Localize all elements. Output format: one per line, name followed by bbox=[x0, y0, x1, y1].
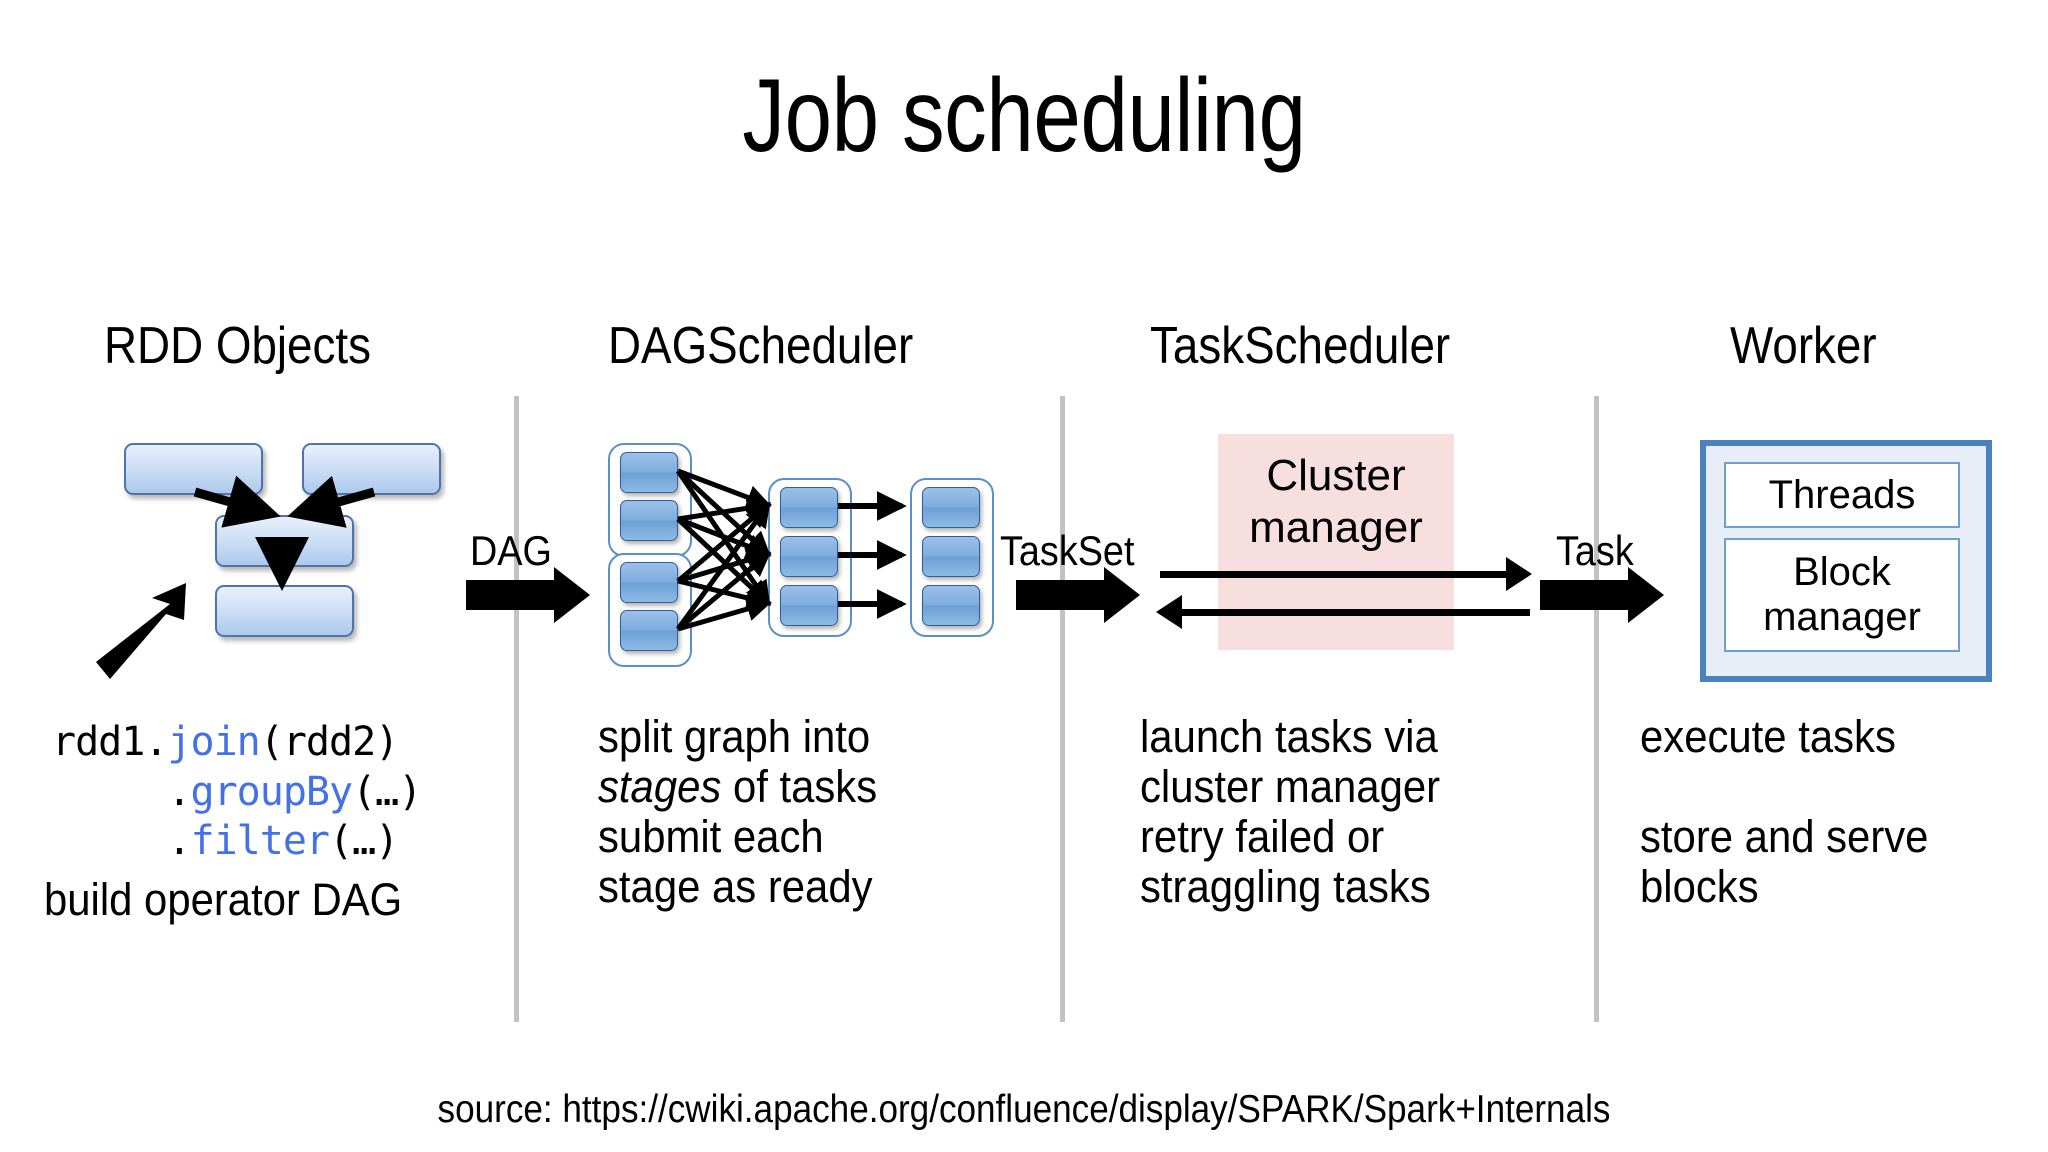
rdd-box-top-left bbox=[124, 443, 263, 495]
caption-line: split graph into bbox=[598, 711, 871, 762]
flow-label-dag: DAG bbox=[470, 527, 552, 574]
code-line-3: .filter(…) bbox=[52, 818, 399, 865]
column-heading-rdd-objects: RDD Objects bbox=[104, 317, 371, 375]
caption-rdd-objects: build operator DAG bbox=[44, 874, 403, 925]
caption-line: straggling tasks bbox=[1140, 861, 1431, 912]
task-box-s1-2 bbox=[620, 500, 678, 541]
flow-label-taskset: TaskSet bbox=[1000, 527, 1135, 574]
column-heading-worker: Worker bbox=[1730, 317, 1877, 375]
caption-line: launch tasks via bbox=[1140, 711, 1438, 762]
cluster-manager-line-2: manager bbox=[1249, 502, 1423, 552]
task-box-s1-1 bbox=[620, 452, 678, 493]
caption-line: execute tasks bbox=[1640, 711, 1896, 762]
task-box-s4-1 bbox=[922, 487, 980, 528]
code-dot-3: . bbox=[167, 818, 191, 865]
code-method-filter: filter bbox=[190, 818, 330, 865]
code-args-3: (…) bbox=[329, 818, 399, 865]
column-separator-1 bbox=[514, 396, 519, 1022]
rdd-box-bottom bbox=[215, 585, 354, 637]
pointer-arrow bbox=[96, 583, 186, 679]
code-line-2: .groupBy(…) bbox=[52, 768, 422, 815]
code-line-1: rdd1.join(rdd2) bbox=[52, 719, 399, 765]
block-manager-line-1: Block bbox=[1793, 550, 1891, 595]
task-box-s4-3 bbox=[922, 585, 980, 626]
code-dot-1: . bbox=[144, 719, 168, 765]
column-heading-dag-scheduler: DAGScheduler bbox=[608, 317, 914, 375]
caption-line: stage as ready bbox=[598, 861, 873, 912]
cluster-manager-arrow-back-shaft bbox=[1180, 609, 1530, 616]
code-args-2: (…) bbox=[352, 768, 422, 815]
block-manager-line-2: manager bbox=[1763, 595, 1921, 639]
code-dot-2: . bbox=[167, 768, 191, 815]
rdd-box-middle bbox=[215, 515, 354, 567]
worker-block-manager-box: Block manager bbox=[1724, 538, 1960, 652]
caption-line: submit each bbox=[598, 811, 824, 862]
cluster-manager-label: Cluster manager bbox=[1218, 450, 1454, 554]
caption-line: build operator DAG bbox=[44, 874, 403, 925]
task-box-s3-2 bbox=[780, 536, 838, 577]
column-separator-3 bbox=[1594, 396, 1599, 1022]
cluster-manager-arrow-forward-head bbox=[1506, 557, 1532, 591]
rdd-box-top-right bbox=[302, 443, 441, 495]
code-method-groupby: groupBy bbox=[190, 768, 354, 815]
caption-line: retry failed or bbox=[1140, 811, 1385, 862]
code-receiver: rdd1 bbox=[52, 719, 145, 765]
caption-line: blocks bbox=[1640, 861, 1759, 912]
column-separator-2 bbox=[1060, 396, 1065, 1022]
code-method-join: join bbox=[167, 719, 260, 765]
caption-line-stages: stages of tasks bbox=[598, 761, 878, 812]
caption-line: store and serve bbox=[1640, 811, 1929, 862]
emphasis-stages: stages bbox=[598, 761, 722, 812]
caption-blank-line bbox=[1640, 762, 1928, 812]
task-box-s3-3 bbox=[780, 585, 838, 626]
code-snippet: rdd1.join(rdd2) .groupBy(…) .filter(…) bbox=[52, 718, 422, 867]
task-box-s4-2 bbox=[922, 536, 980, 577]
caption-task-scheduler: launch tasks via cluster manager retry f… bbox=[1140, 711, 1441, 912]
caption-dag-scheduler: split graph into stages of tasks submit … bbox=[598, 711, 878, 912]
caption-worker: execute tasks store and serve blocks bbox=[1640, 711, 1929, 912]
caption-line: cluster manager bbox=[1140, 761, 1441, 812]
page-title: Job scheduling bbox=[742, 58, 1306, 174]
flow-label-task: Task bbox=[1556, 527, 1634, 574]
task-box-s2-2 bbox=[620, 610, 678, 651]
task-box-s3-1 bbox=[780, 487, 838, 528]
cluster-manager-line-1: Cluster bbox=[1266, 451, 1406, 500]
task-box-s2-1 bbox=[620, 562, 678, 603]
source-attribution: source: https://cwiki.apache.org/conflue… bbox=[437, 1088, 1611, 1131]
code-args-1: (rdd2) bbox=[259, 719, 399, 765]
column-heading-task-scheduler: TaskScheduler bbox=[1150, 317, 1451, 375]
cluster-manager-arrow-back-head bbox=[1156, 595, 1182, 629]
cluster-manager-arrow-forward-shaft bbox=[1160, 571, 1510, 578]
worker-threads-box: Threads bbox=[1724, 462, 1960, 528]
